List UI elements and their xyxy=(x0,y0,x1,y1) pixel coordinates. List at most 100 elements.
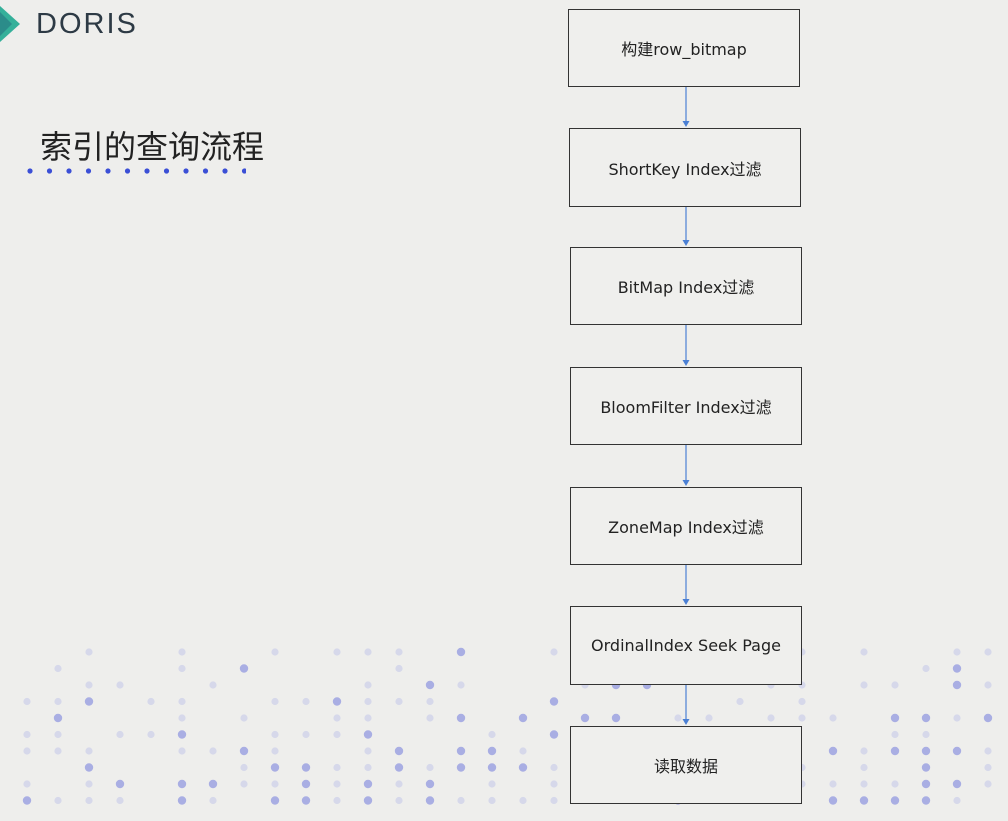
underline-dot xyxy=(183,168,189,174)
underline-dot xyxy=(163,168,170,174)
flow-arrow-head xyxy=(682,719,690,725)
background-dot xyxy=(890,746,900,756)
background-dot xyxy=(891,730,899,739)
background-dot xyxy=(271,730,279,739)
background-dot xyxy=(85,780,93,788)
background-dot xyxy=(23,780,31,788)
background-dot xyxy=(953,714,961,722)
underline-dot xyxy=(202,168,209,174)
background-dot xyxy=(519,796,527,805)
background-dot xyxy=(860,747,868,755)
background-dot xyxy=(85,796,93,805)
background-dot xyxy=(271,648,279,656)
background-dot xyxy=(363,796,373,805)
background-dot xyxy=(364,747,372,755)
background-dot xyxy=(395,697,403,706)
background-dot xyxy=(488,730,496,739)
background-dot xyxy=(394,746,404,756)
background-dot xyxy=(302,697,310,706)
background-dot xyxy=(767,714,775,722)
background-dot xyxy=(271,780,279,788)
background-dot xyxy=(147,697,155,706)
underline-dot xyxy=(85,168,92,174)
background-dot xyxy=(952,664,962,673)
background-dot xyxy=(116,730,124,739)
background-dot xyxy=(333,780,341,788)
background-dot xyxy=(859,796,869,805)
underline-dot xyxy=(222,168,228,174)
background-dot xyxy=(488,780,496,788)
background-dot xyxy=(270,763,280,772)
background-dot xyxy=(829,714,837,722)
background-dot xyxy=(271,747,279,755)
background-dot xyxy=(580,713,590,723)
background-dot xyxy=(921,763,931,772)
flow-step-ordinal-index-seek: OrdinalIndex Seek Page xyxy=(570,606,802,685)
brand-name: DORIS xyxy=(36,7,138,40)
background-dot xyxy=(984,763,992,772)
background-dot xyxy=(921,779,931,789)
flow-step-build-row-bitmap: 构建row_bitmap xyxy=(568,9,800,87)
background-dot xyxy=(84,763,94,772)
background-dot xyxy=(983,713,993,723)
background-dot xyxy=(363,730,373,739)
background-dot xyxy=(891,681,899,689)
background-dot xyxy=(518,713,528,723)
background-dot xyxy=(456,763,466,772)
underline-dot xyxy=(27,168,33,174)
flow-step-read-data: 读取数据 xyxy=(570,726,802,804)
background-dot xyxy=(984,681,992,689)
background-dot xyxy=(828,746,838,756)
background-dot xyxy=(301,779,311,789)
background-dot xyxy=(736,697,744,706)
background-dot xyxy=(798,714,806,722)
background-dot xyxy=(952,680,962,690)
background-dot xyxy=(23,747,31,755)
background-dot xyxy=(84,697,94,706)
background-dot xyxy=(890,796,900,805)
background-dot xyxy=(239,746,249,756)
background-dot xyxy=(23,730,31,739)
background-dot xyxy=(302,730,310,739)
background-dot xyxy=(178,747,186,755)
background-dot xyxy=(395,664,403,673)
background-dot xyxy=(456,746,466,756)
background-dot xyxy=(860,763,868,772)
background-dot xyxy=(456,647,466,657)
background-dot xyxy=(395,648,403,656)
background-dot xyxy=(209,681,217,689)
flow-arrow-head xyxy=(682,360,690,366)
background-dot xyxy=(549,730,559,739)
background-dot xyxy=(952,746,962,756)
background-dot xyxy=(674,714,682,722)
flow-step-bitmap-index: BitMap Index过滤 xyxy=(570,247,802,325)
background-dot xyxy=(364,697,372,706)
background-dot xyxy=(301,763,311,772)
background-dot xyxy=(456,713,466,723)
background-dot xyxy=(270,796,280,805)
background-dot xyxy=(518,763,528,772)
background-dot xyxy=(240,714,248,722)
background-dot xyxy=(425,779,435,789)
background-dot xyxy=(426,763,434,772)
background-dot xyxy=(860,780,868,788)
background-dot xyxy=(425,680,435,690)
background-dot xyxy=(54,697,62,706)
background-dot xyxy=(209,747,217,755)
background-dot xyxy=(301,796,311,805)
background-dot xyxy=(364,714,372,722)
background-dot xyxy=(952,779,962,789)
underline-dot xyxy=(144,168,150,174)
flow-arrow-head xyxy=(682,480,690,486)
background-dot xyxy=(395,780,403,788)
flow-step-shortkey-index: ShortKey Index过滤 xyxy=(569,128,801,207)
background-dot xyxy=(177,779,187,789)
background-dot xyxy=(921,796,931,805)
background-dot xyxy=(240,780,248,788)
flow-step-zonemap-index: ZoneMap Index过滤 xyxy=(570,487,802,565)
background-dot xyxy=(333,714,341,722)
background-dot xyxy=(984,780,992,788)
background-dot xyxy=(147,730,155,739)
background-dot xyxy=(705,714,713,722)
